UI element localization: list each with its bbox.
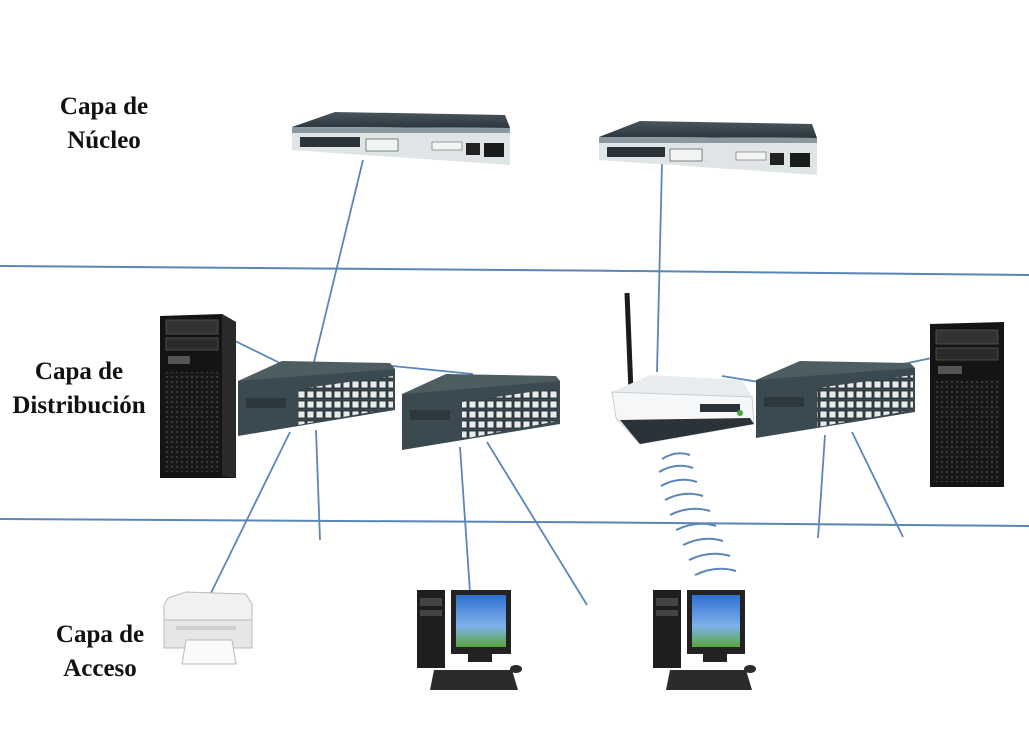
distribution-layer-label: Capa de Distribución [0,355,158,423]
wireless-signal-icon [658,452,737,576]
desktop-computer-icon [417,590,522,690]
link-switch3-access-b [851,431,904,538]
core-layer-label: Capa de Núcleo [48,90,160,158]
link-switch2-access [486,441,588,606]
link-server1-switch1 [232,339,285,366]
link-switch3-access-a [817,434,826,539]
link-switch1-access [315,429,321,541]
distribution-layer-label-line1: Capa de [34,358,124,385]
switch-icon [238,361,395,436]
router-icon [292,112,510,165]
switch-icon [756,361,915,438]
server-icon [160,314,236,478]
desktop-computer-icon [653,590,756,690]
link-router2-wireless [656,162,663,373]
access-layer-label-line2: Acceso [63,655,137,682]
wireless-router-icon [611,292,755,445]
link-router1-switch1 [312,159,364,367]
switch-icon [402,374,560,450]
printer-icon [163,591,253,665]
access-layer-label-line1: Capa de [55,621,145,648]
distribution-layer-label-line2: Distribución [12,392,146,419]
core-layer-label-line2: Núcleo [67,127,141,154]
distribution-access-separator [0,518,1029,527]
link-switch1-printer [209,431,291,596]
router-icon [599,121,817,175]
server-icon [930,322,1004,487]
access-layer-label: Capa de Acceso [40,618,160,686]
link-switch2-pc1 [459,446,471,593]
core-layer-label-line1: Capa de [59,93,149,120]
core-distribution-separator [0,265,1029,276]
